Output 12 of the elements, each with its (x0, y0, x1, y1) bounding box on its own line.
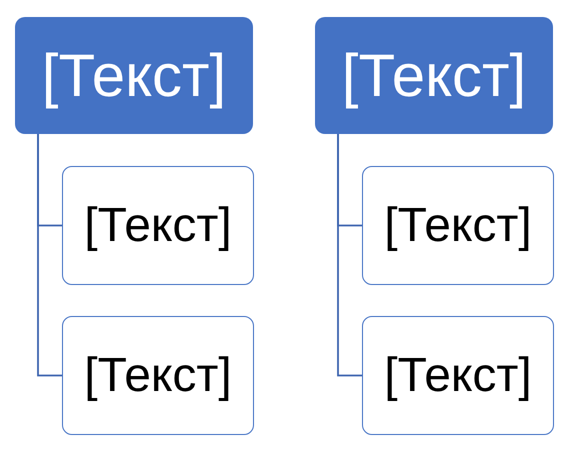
heading-box (315, 17, 553, 134)
item-box (362, 166, 554, 285)
item-text: [Текст] (84, 352, 232, 400)
item-text: [Текст] (84, 202, 232, 250)
heading-box (15, 17, 253, 134)
item-text: [Текст] (384, 202, 532, 250)
item-box (62, 316, 254, 435)
item-text: [Текст] (384, 352, 532, 400)
item-box (62, 166, 254, 285)
item-box (362, 316, 554, 435)
connector-line (37, 134, 62, 376)
connector-line (337, 134, 362, 376)
